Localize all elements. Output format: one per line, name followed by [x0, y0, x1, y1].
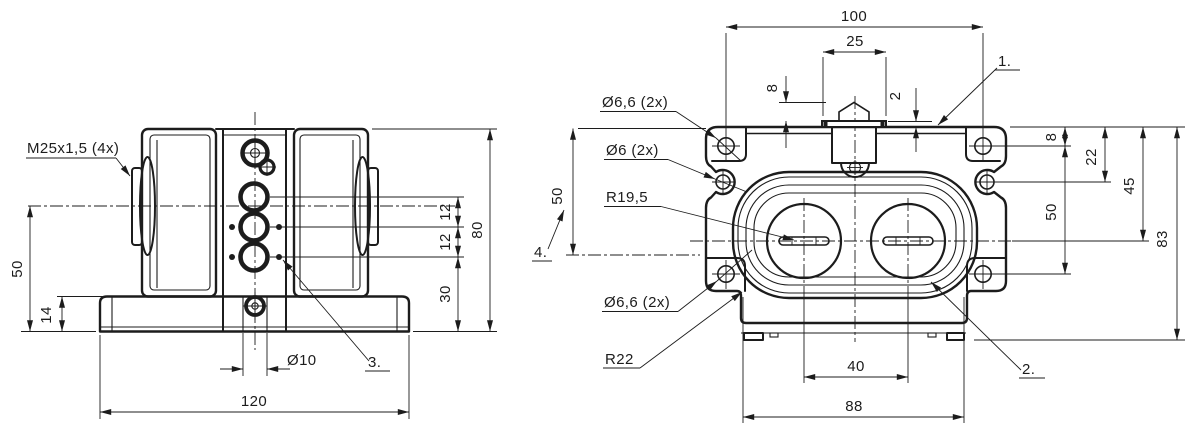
note-hole-bottom-label: Ø6,6 (2x): [604, 294, 670, 311]
dim-base-88-label: 88: [845, 398, 863, 415]
dim-center-45-label: 45: [1121, 177, 1138, 195]
base-screw: [243, 292, 267, 320]
dim-holes-50-label: 50: [1043, 203, 1060, 221]
top-view-dimensions: 100 25 8 2 8 50 22 45 83 50 40 8: [549, 8, 1180, 420]
pilot-hole: [258, 158, 276, 176]
cover-screw-top: [240, 138, 270, 168]
dim-pitch-12a-label: 12: [437, 203, 454, 221]
latch-assembly: [821, 101, 887, 178]
callout-2-label: 2.: [1022, 361, 1035, 378]
mounting-holes: [712, 33, 1111, 289]
dim-hole-dia10-label: Ø10: [287, 352, 317, 369]
cable-gland-left: [131, 156, 156, 256]
dim-side-50-label: 50: [549, 187, 566, 205]
dim-edge-8-label: 8: [1043, 133, 1060, 142]
callout-1-label: 1.: [998, 53, 1011, 70]
note-radius-outer-label: R22: [605, 351, 634, 368]
top-view-centerlines: [690, 96, 1149, 383]
top-view-body-outline: [704, 125, 1008, 325]
dim-width-120-label: 120: [241, 393, 267, 410]
callout-4-label: 4.: [534, 244, 547, 261]
callout-3-label: 3.: [368, 354, 381, 371]
dim-latch-8-label: 8: [764, 84, 781, 93]
front-view: 50 14 120 Ø10 12 12 30 80 M25x1,5 (4x) 3…: [9, 112, 497, 419]
dim-pitch-12b-label: 12: [437, 233, 454, 251]
front-view-dimensions: 50 14 120 Ø10 12 12 30 80: [9, 128, 493, 415]
oval-boss: [731, 170, 979, 300]
dim-flange-2-label: 2: [887, 92, 904, 101]
terminal-ports: [229, 181, 282, 273]
note-radius-inner-label: R19,5: [606, 189, 648, 206]
cable-gland-right: [354, 156, 379, 256]
dim-width-100-label: 100: [841, 8, 867, 25]
dim-height-80-label: 80: [469, 221, 486, 239]
front-view-extension-lines: [21, 128, 497, 419]
note-hole-small-label: Ø6 (2x): [606, 142, 659, 159]
top-view-notes: Ø6,6 (2x) Ø6 (2x) R19,5 4. Ø6,6 (2x) R22…: [532, 53, 1045, 379]
front-view-notes: M25x1,5 (4x) 3.: [26, 140, 390, 372]
note-hole-top-label: Ø6,6 (2x): [602, 94, 668, 111]
dim-latch-25-label: 25: [846, 33, 864, 50]
dim-height-83-label: 83: [1154, 230, 1171, 248]
top-view: 100 25 8 2 8 50 22 45 83 50 40 8: [532, 8, 1185, 423]
front-view-body: [140, 127, 370, 333]
dim-base-14-label: 14: [38, 306, 55, 324]
entry-membranes: [765, 202, 947, 280]
note-gland-label: M25x1,5 (4x): [27, 140, 119, 157]
dim-offset-30-label: 30: [437, 285, 454, 303]
dim-slot-40-label: 40: [847, 358, 865, 375]
dim-height-50-label: 50: [9, 260, 26, 278]
front-view-base: [98, 295, 411, 333]
top-view-extension-lines: [566, 57, 1185, 423]
dim-hole-22-label: 22: [1083, 148, 1100, 166]
